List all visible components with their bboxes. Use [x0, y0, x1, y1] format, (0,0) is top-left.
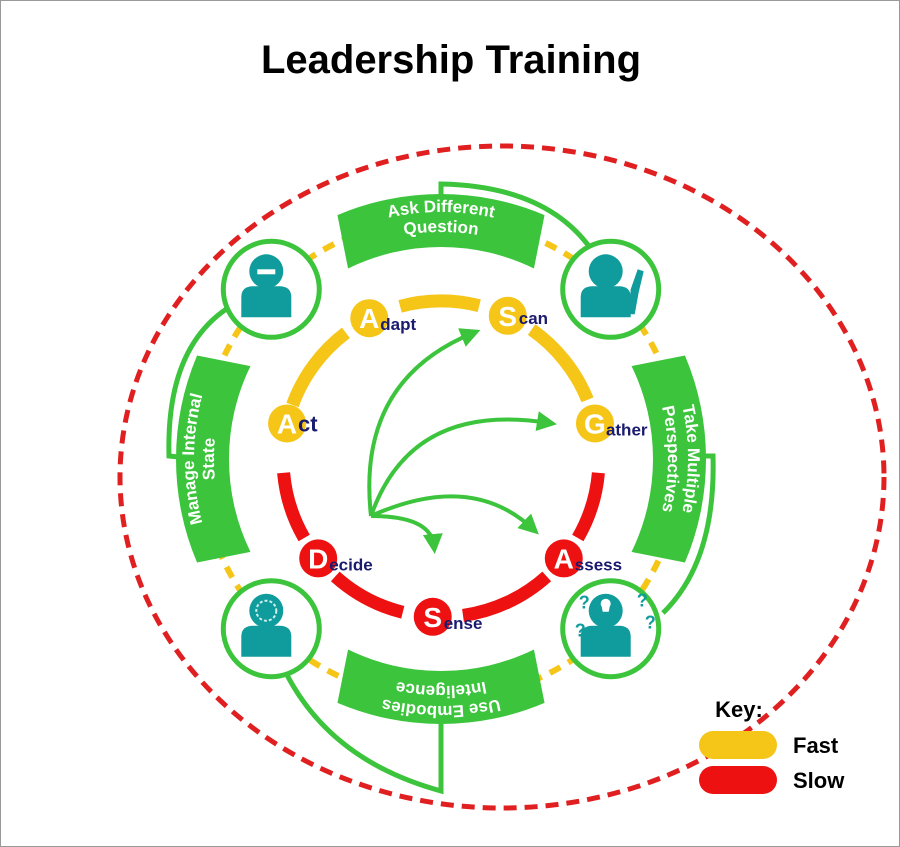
svg-text:?: ? — [645, 613, 656, 633]
flow-arrows — [367, 328, 557, 554]
legend-label-fast: Fast — [793, 733, 839, 758]
banner-bottom — [337, 649, 545, 724]
adapt-cycle-ring — [277, 294, 605, 622]
step-initial: S — [423, 602, 442, 633]
person-brain-icon — [220, 578, 322, 680]
page-title: Leadership Training — [261, 38, 641, 82]
step-circle — [575, 404, 614, 443]
green-connectors — [166, 181, 716, 795]
step-initial: S — [498, 301, 517, 332]
step-circle — [544, 539, 583, 578]
step-label: ct — [298, 411, 318, 436]
banner-left — [175, 355, 251, 563]
banner-right — [631, 355, 706, 563]
outer-dashed-boundary — [117, 143, 887, 811]
step-circle — [488, 296, 527, 335]
svg-text:?: ? — [575, 621, 586, 641]
ring-segment — [572, 472, 605, 542]
connector-top — [438, 181, 594, 251]
step-label: can — [519, 309, 548, 328]
legend-title: Key: — [715, 697, 763, 722]
step-label: ssess — [575, 555, 622, 574]
step-initial: A — [277, 408, 297, 439]
banner-bottom-line-2: Inteligence — [394, 678, 488, 701]
legend-swatch-slow — [699, 766, 777, 794]
person-raising-hand-icon — [560, 238, 662, 340]
connector-bottom — [283, 671, 444, 795]
step-initial: G — [584, 408, 606, 439]
step-initial: A — [554, 543, 574, 574]
step-label: ather — [606, 420, 648, 439]
person-lightbulb-questions-icon: ???? — [560, 578, 662, 680]
step-circle — [413, 597, 452, 636]
legend: Key: Fast Slow — [699, 697, 845, 794]
banner-left-line-2: State — [199, 437, 219, 481]
ring-segment — [461, 571, 552, 622]
step-initial: D — [308, 543, 328, 574]
arrow-to-assess — [370, 494, 539, 535]
person-silenced-icon — [220, 238, 322, 340]
ring-segment — [330, 571, 405, 619]
ring-segment — [286, 327, 350, 408]
ring-segment — [527, 324, 594, 403]
svg-text:?: ? — [637, 591, 648, 611]
arrow-to-sense — [370, 514, 443, 554]
step-circle — [268, 404, 307, 443]
step-circle — [299, 539, 338, 578]
arrow-to-scan — [367, 328, 481, 517]
step-label: ecide — [329, 555, 372, 574]
banner-top-line-2: Question — [402, 217, 480, 239]
ring-segment — [277, 472, 310, 542]
step-label: dapt — [380, 315, 416, 334]
connector-right — [661, 453, 716, 615]
legend-label-slow: Slow — [793, 768, 845, 793]
legend-swatch-fast — [699, 731, 777, 759]
step-label: ense — [444, 614, 483, 633]
arrow-to-gather — [369, 411, 557, 517]
svg-text:?: ? — [579, 593, 590, 613]
step-circle — [350, 299, 389, 338]
ring-segment — [398, 294, 481, 313]
step-initial: A — [359, 303, 379, 334]
connector-left — [166, 303, 233, 464]
banner-top — [337, 193, 545, 269]
person-icons: ???? — [220, 238, 662, 680]
